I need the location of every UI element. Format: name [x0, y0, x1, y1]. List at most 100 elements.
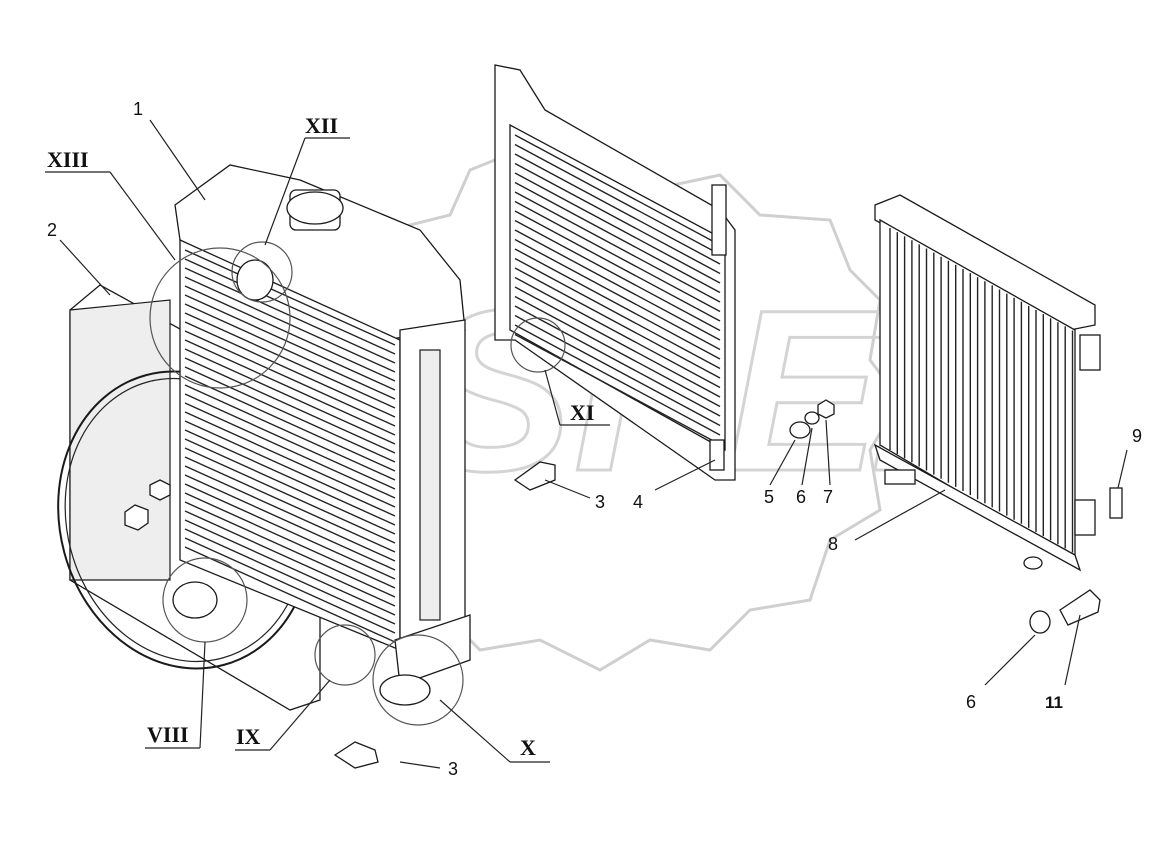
view-label-ix: IX [236, 724, 261, 749]
oil-cooler-core [509, 123, 726, 452]
view-label-x: X [520, 735, 536, 760]
fin-line [514, 267, 721, 379]
fin-line [184, 357, 396, 454]
callout-9: 9 [1132, 426, 1142, 446]
fin-line [514, 305, 721, 417]
callout-5: 5 [764, 487, 774, 507]
fin-line [184, 411, 396, 508]
fitting-bottom [1023, 556, 1043, 570]
fin-line [184, 402, 396, 499]
secondary-top [874, 194, 1096, 331]
core-fins [184, 249, 396, 643]
fin-line [184, 537, 396, 634]
fin-line [184, 546, 396, 643]
detail-circle-xi [510, 317, 566, 373]
detail-circle-xiii [149, 247, 291, 389]
fin-line [514, 153, 721, 265]
view-label-xi: XI [570, 400, 594, 425]
nut-7 [817, 399, 835, 419]
shroud-side [69, 299, 171, 581]
callout-3-middle: 3 [595, 492, 605, 512]
fin-line [514, 295, 721, 408]
oil-cooler [494, 64, 835, 491]
fin-line [184, 483, 396, 580]
fin-line [184, 249, 396, 346]
fin-line [514, 257, 721, 370]
secondary-fins [889, 228, 1074, 553]
fin-line [514, 181, 721, 294]
fin-line [184, 258, 396, 355]
bolt-middle [513, 461, 556, 491]
fin-line [514, 143, 721, 256]
callout-labels: 1 2 3 3 4 5 6 7 8 9 6 11 [47, 99, 1142, 779]
callout-8: 8 [828, 534, 838, 554]
washer-5 [789, 421, 811, 439]
fin-line [184, 465, 396, 562]
fin-line [184, 348, 396, 445]
view-label-xiii: XIII [47, 147, 89, 172]
detail-circle-ix [314, 624, 376, 686]
fin-line [184, 393, 396, 490]
fin-line [514, 210, 721, 322]
view-label-xii: XII [305, 113, 338, 138]
fin-line [514, 229, 721, 341]
fin-line [514, 172, 721, 284]
bolt-lower [333, 741, 379, 769]
secondary-cooler [873, 194, 1123, 634]
fin-line [184, 303, 396, 400]
view-labels: XIII XII XI VIII IX X [47, 113, 594, 760]
fin-line [184, 312, 396, 409]
callout-11: 11 [1045, 693, 1063, 712]
secondary-bottom [873, 443, 1082, 572]
fin-line [514, 219, 721, 332]
fin-line [184, 501, 396, 598]
fin-line [184, 321, 396, 418]
cooler-bracket-top [711, 184, 727, 256]
fin-line [184, 375, 396, 472]
inlet-pipe [236, 259, 274, 301]
fin-line [184, 285, 396, 382]
callout-7: 7 [823, 487, 833, 507]
fin-line [184, 474, 396, 571]
washer-6b [1029, 610, 1051, 634]
secondary-bracket-top [1079, 334, 1101, 371]
bolt-11 [1059, 589, 1101, 626]
fin-line [184, 420, 396, 517]
plate-9 [1109, 487, 1123, 519]
fin-line [184, 429, 396, 526]
fin-line [184, 438, 396, 535]
outlet-pipe [172, 581, 218, 619]
callout-2: 2 [47, 220, 57, 240]
radiator-main [57, 164, 471, 769]
fin-line [514, 248, 721, 360]
callout-6-right: 6 [966, 692, 976, 712]
fin-line [184, 528, 396, 625]
fin-line [184, 492, 396, 589]
fin-line [184, 294, 396, 391]
nut-left [124, 504, 149, 531]
fin-line [514, 286, 721, 398]
fin-line [514, 314, 721, 427]
drain-valve [379, 674, 431, 706]
cooler-bracket-bottom [709, 439, 725, 471]
fin-line [514, 134, 721, 246]
fin-line [184, 384, 396, 481]
cooler-fins [514, 134, 721, 446]
fin-line [184, 456, 396, 553]
washer-6 [804, 411, 820, 425]
leader-lines [45, 119, 1128, 769]
bracket-lower [884, 469, 916, 485]
bottom-tank [394, 614, 471, 686]
fin-line [184, 339, 396, 436]
view-label-viii: VIII [147, 722, 189, 747]
fin-line [514, 200, 721, 313]
fin-line [184, 510, 396, 607]
fin-line [184, 366, 396, 463]
callout-4: 4 [633, 492, 643, 512]
fin-line [184, 330, 396, 427]
fin-line [514, 238, 721, 351]
secondary-bracket-bottom [1074, 499, 1096, 536]
fin-line [514, 191, 721, 303]
detail-circle-xii [231, 241, 293, 303]
